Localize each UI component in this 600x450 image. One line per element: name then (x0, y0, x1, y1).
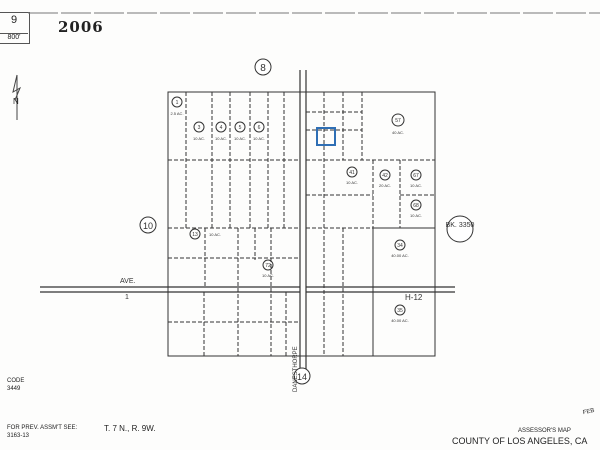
street-ave-number: 1 (125, 294, 129, 301)
parcel-id: 67 (413, 173, 419, 179)
parcel-35[interactable]: 35 40.00 AC. (391, 304, 409, 323)
parcel-67[interactable]: 67 10 AC. (410, 169, 422, 188)
map-scale: 800' (0, 33, 28, 41)
highlighted-parcel[interactable] (316, 127, 336, 146)
parcel-57[interactable]: 57 40 AC. (391, 113, 405, 135)
parcel-id: 35 (397, 308, 403, 314)
parcel-3[interactable]: 3 10 AC. (193, 121, 205, 141)
map-number-box (0, 12, 30, 44)
parcel-id: 57 (395, 118, 401, 124)
township-range: T. 7 N., R. 9W. (104, 424, 156, 433)
parcel-41[interactable]: 41 10 AC. (346, 166, 358, 185)
adjacent-book-3350[interactable]: BK. 3350 (446, 215, 475, 243)
parcel-area: 2.5 AC. (170, 111, 183, 116)
adjacent-page-14-label: 14 (297, 372, 307, 382)
parcel-id: 1 (176, 100, 179, 106)
code-label: CODE (7, 378, 25, 384)
parcel-area: 10 AC. (410, 213, 422, 218)
map-number: 9 (10, 14, 18, 26)
parcel-area: 20 AC. (379, 183, 391, 188)
parcel-id: 3 (198, 125, 201, 131)
parcel-4[interactable]: 4 10 AC. (215, 121, 227, 141)
parcel-id: 6 (258, 125, 261, 131)
map-year: 2006 (58, 18, 104, 36)
parcel-68[interactable]: 68 10 AC. (410, 199, 422, 218)
parcel-area: 10 AC. (209, 232, 221, 237)
prev-assmt-ref: 3163-13 (7, 433, 30, 439)
street-ave-label: AVE. (120, 278, 135, 285)
adjacent-page-14[interactable]: 14 (293, 367, 311, 385)
parcel-id: 4 (220, 125, 223, 131)
parcel-area: 10 AC. (215, 136, 227, 141)
adjacent-page-10-label: 10 (143, 221, 153, 231)
adjacent-page-8[interactable]: 8 (254, 58, 272, 76)
code-value: 3449 (7, 386, 21, 392)
parcel-area: 40.00 AC. (391, 253, 409, 258)
highway-label: H-12 (405, 293, 423, 302)
parcel-area: 10 AC. (262, 273, 274, 278)
parcel-42[interactable]: 42 20 AC. (379, 169, 391, 188)
adjacent-page-8-label: 8 (260, 63, 266, 74)
parcel-grid (40, 70, 455, 380)
parcel-area: 10 AC. (234, 136, 246, 141)
north-label: N (13, 97, 19, 106)
parcel-area: 10 AC. (193, 136, 205, 141)
parcel-13[interactable]: 13 10 AC. (189, 228, 221, 240)
parcel-area: 10 AC. (253, 136, 265, 141)
footer-county: COUNTY OF LOS ANGELES, CA (452, 436, 588, 446)
parcel-id: 13 (192, 232, 198, 238)
parcel-id: 42 (382, 173, 388, 179)
parcel-area: 10 AC. (410, 183, 422, 188)
footer-title: ASSESSOR'S MAP (518, 428, 571, 434)
adjacent-page-10[interactable]: 10 (139, 216, 157, 234)
parcel-6[interactable]: 6 10 AC. (253, 121, 265, 141)
parcel-area: 40.00 AC. (391, 318, 409, 323)
parcel-1[interactable]: 1 2.5 AC. (170, 96, 184, 116)
parcel-34[interactable]: 34 40.00 AC. (391, 239, 409, 258)
parcel-id: 68 (413, 203, 419, 209)
parcel-area: 40 AC. (392, 130, 404, 135)
prev-assmt-label: FOR PREV. ASSM'T SEE: (7, 425, 78, 431)
parcel-5[interactable]: 5 10 AC. (234, 121, 246, 141)
street-danesthorpe-label: DANESTHORPE (293, 346, 299, 392)
parcel-id: 34 (397, 243, 403, 249)
parcel-area: 10 AC. (346, 180, 358, 185)
adjacent-book-label: BK. 3350 (446, 222, 475, 229)
parcel-72[interactable]: 72 10 AC. (262, 259, 274, 278)
parcel-id: 72 (265, 263, 271, 269)
parcel-id: 5 (239, 125, 242, 131)
parcel-id: 41 (349, 170, 355, 176)
north-arrow-icon (12, 74, 22, 120)
